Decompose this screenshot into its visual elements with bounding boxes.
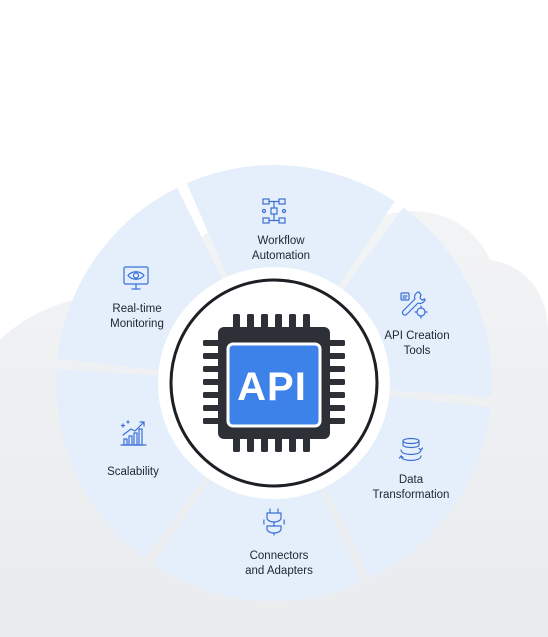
chip-label: API <box>237 364 307 409</box>
chip-pin <box>203 340 221 346</box>
chip-pin <box>233 436 240 452</box>
chip-pin <box>247 436 254 452</box>
chip-pin <box>275 436 282 452</box>
segment-workflow <box>186 165 395 287</box>
segment-connectors <box>153 479 362 601</box>
segment-label-scalability: Scalability <box>107 466 159 478</box>
monitor-eye-icon <box>121 263 151 293</box>
segment-label-workflow: Workflow Automation <box>251 235 311 262</box>
segment-label-monitoring: Real-time Monitoring <box>110 303 164 330</box>
scalability-chart-icon <box>118 418 148 448</box>
chip-pin <box>327 366 345 372</box>
chip-pin <box>247 314 254 330</box>
chip-pin <box>289 436 296 452</box>
chip-pin <box>261 436 268 452</box>
data-transformation-icon <box>396 436 426 466</box>
chip-pin <box>327 392 345 398</box>
chip-pin <box>203 379 221 385</box>
chip-core <box>226 342 322 428</box>
connector-plug-icon <box>259 506 289 536</box>
chip-pin <box>203 392 221 398</box>
chip-pin <box>203 366 221 372</box>
chip-pin <box>203 353 221 359</box>
api-tools-icon <box>398 289 428 319</box>
chip-pin <box>303 314 310 330</box>
segment-scalability <box>56 369 206 559</box>
segment-data-transformation <box>325 395 491 579</box>
chip-pin <box>303 436 310 452</box>
segment-api-creation <box>342 207 492 397</box>
chip-pin <box>327 379 345 385</box>
chip-pin <box>203 405 221 411</box>
segment-label-connectors: Connectors and Adapters <box>245 550 313 577</box>
chip-pin <box>261 314 268 330</box>
segment-label-api-creation: API Creation Tools <box>384 330 450 357</box>
segment-label-data-transformation: Data Transformation <box>372 474 450 501</box>
chip-pin <box>327 418 345 424</box>
chip-pins <box>203 314 345 452</box>
chip-pin <box>233 314 240 330</box>
chip-pin <box>327 340 345 346</box>
chip-pin <box>275 314 282 330</box>
chip-pin <box>327 353 345 359</box>
segment-ring <box>56 165 492 601</box>
workflow-icon <box>259 196 289 226</box>
chip-pin <box>203 418 221 424</box>
chip-pin <box>289 314 296 330</box>
chip-pin <box>327 405 345 411</box>
